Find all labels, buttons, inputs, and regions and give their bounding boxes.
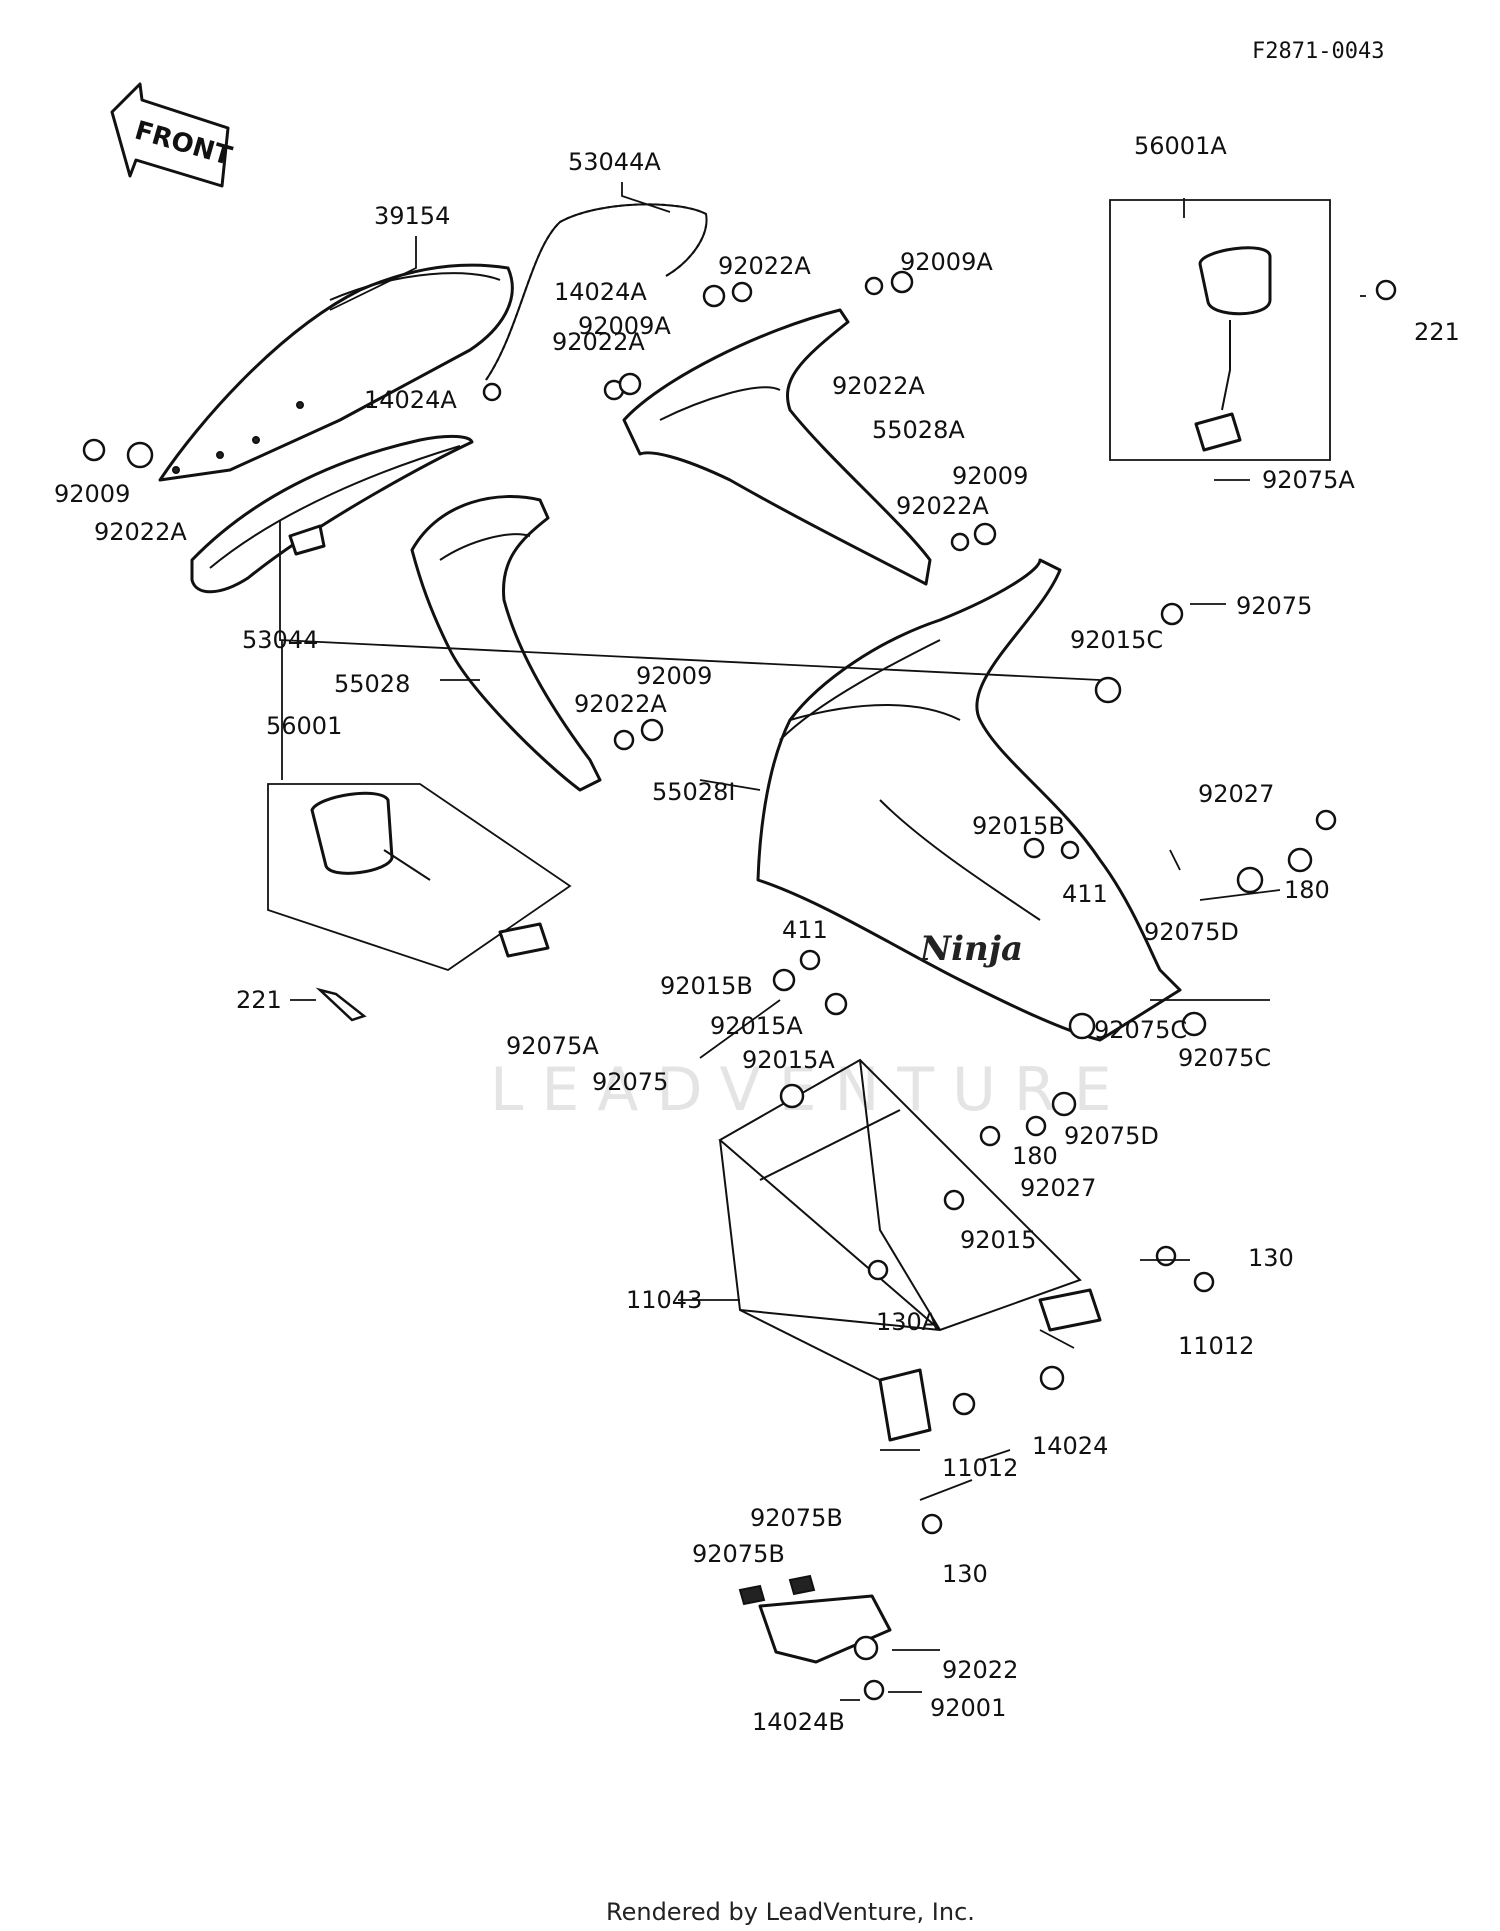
label-14024a-1: 14024A (554, 278, 647, 306)
callouts: 53044A 39154 14024A 92022A 92009A 92009A… (54, 132, 1460, 1736)
label-92027-2: 92027 (1020, 1174, 1096, 1202)
mirror-box-56001a (1109, 199, 1331, 461)
label-55028a: 55028A (872, 416, 965, 444)
label-92022a-3: 92022A (832, 372, 925, 400)
label-92075d-1: 92075D (1144, 918, 1239, 946)
label-221-2: 221 (236, 986, 282, 1014)
label-130-1: 130 (1248, 1244, 1294, 1272)
label-180-1: 180 (1284, 876, 1330, 904)
label-14024b: 14024B (752, 1708, 845, 1736)
inner-panel-55028 (410, 495, 602, 792)
label-92022: 92022 (942, 1656, 1018, 1684)
label-411-2: 411 (782, 916, 828, 944)
label-130a: 130A (876, 1308, 939, 1336)
label-180-2: 180 (1012, 1142, 1058, 1170)
label-92075-2: 92075 (592, 1068, 668, 1096)
trim-strip-53044 (190, 434, 474, 594)
label-92015b-2: 92015B (660, 972, 753, 1000)
hardware (82, 270, 1397, 1701)
label-92009-1: 92009 (54, 480, 130, 508)
label-92075a-1: 92075A (1262, 466, 1355, 494)
label-14024a-2: 14024A (364, 386, 457, 414)
label-92009a-1: 92009A (900, 248, 993, 276)
mirror-box-56001 (267, 783, 572, 971)
label-56001a: 56001A (1134, 132, 1227, 160)
footer-credit: Rendered by LeadVenture, Inc. (606, 1898, 975, 1926)
label-92015: 92015 (960, 1226, 1036, 1254)
label-55028i: 55028I (652, 778, 735, 806)
upper-cowl-55028i: Ninja (756, 558, 1182, 1042)
label-130-2: 130 (942, 1560, 988, 1588)
label-92075a-2: 92075A (506, 1032, 599, 1060)
label-92075c-1: 92075C (1094, 1016, 1187, 1044)
ninja-logo: Ninja (919, 929, 1023, 969)
label-92022a-6: 92022A (574, 690, 667, 718)
label-55028: 55028 (334, 670, 410, 698)
leader-lines (279, 182, 1366, 1701)
label-92027-1: 92027 (1198, 780, 1274, 808)
label-92015a-1: 92015A (710, 1012, 803, 1040)
inner-panel-55028a (622, 308, 932, 586)
label-92015c: 92015C (1070, 626, 1163, 654)
label-92075c-2: 92075C (1178, 1044, 1271, 1072)
label-39154: 39154 (374, 202, 450, 230)
label-411-1: 411 (1062, 880, 1108, 908)
label-92001: 92001 (930, 1694, 1006, 1722)
diagram-code: F2871-0043 (1252, 39, 1384, 64)
label-53044: 53044 (242, 626, 318, 654)
label-221-1: 221 (1414, 318, 1460, 346)
label-92075-1: 92075 (1236, 592, 1312, 620)
label-11012-1: 11012 (1178, 1332, 1254, 1360)
windshield-part (158, 263, 514, 482)
label-92075b-1: 92075B (750, 1504, 843, 1532)
label-92075d-2: 92075D (1064, 1122, 1159, 1150)
label-92022a-2: 92022A (552, 328, 645, 356)
label-92075b-2: 92075B (692, 1540, 785, 1568)
trim-strip-53044a (485, 203, 708, 381)
front-arrow-icon: FRONT (110, 82, 235, 188)
label-92022a-1: 92022A (718, 252, 811, 280)
label-56001: 56001 (266, 712, 342, 740)
label-53044a: 53044A (568, 148, 661, 176)
label-11012-2: 11012 (942, 1454, 1018, 1482)
cover-plate-14024b (738, 1574, 892, 1664)
label-14024: 14024 (1032, 1432, 1108, 1460)
label-92015a-2: 92015A (742, 1046, 835, 1074)
label-92009-3: 92009 (636, 662, 712, 690)
label-11043: 11043 (626, 1286, 702, 1314)
label-92009-2: 92009 (952, 462, 1028, 490)
label-92022a-5: 92022A (896, 492, 989, 520)
label-92015b-1: 92015B (972, 812, 1065, 840)
label-92022a-4: 92022A (94, 518, 187, 546)
label-92009a-2: 92009A (578, 312, 671, 340)
bracket-frame-11043 (718, 1058, 1102, 1442)
